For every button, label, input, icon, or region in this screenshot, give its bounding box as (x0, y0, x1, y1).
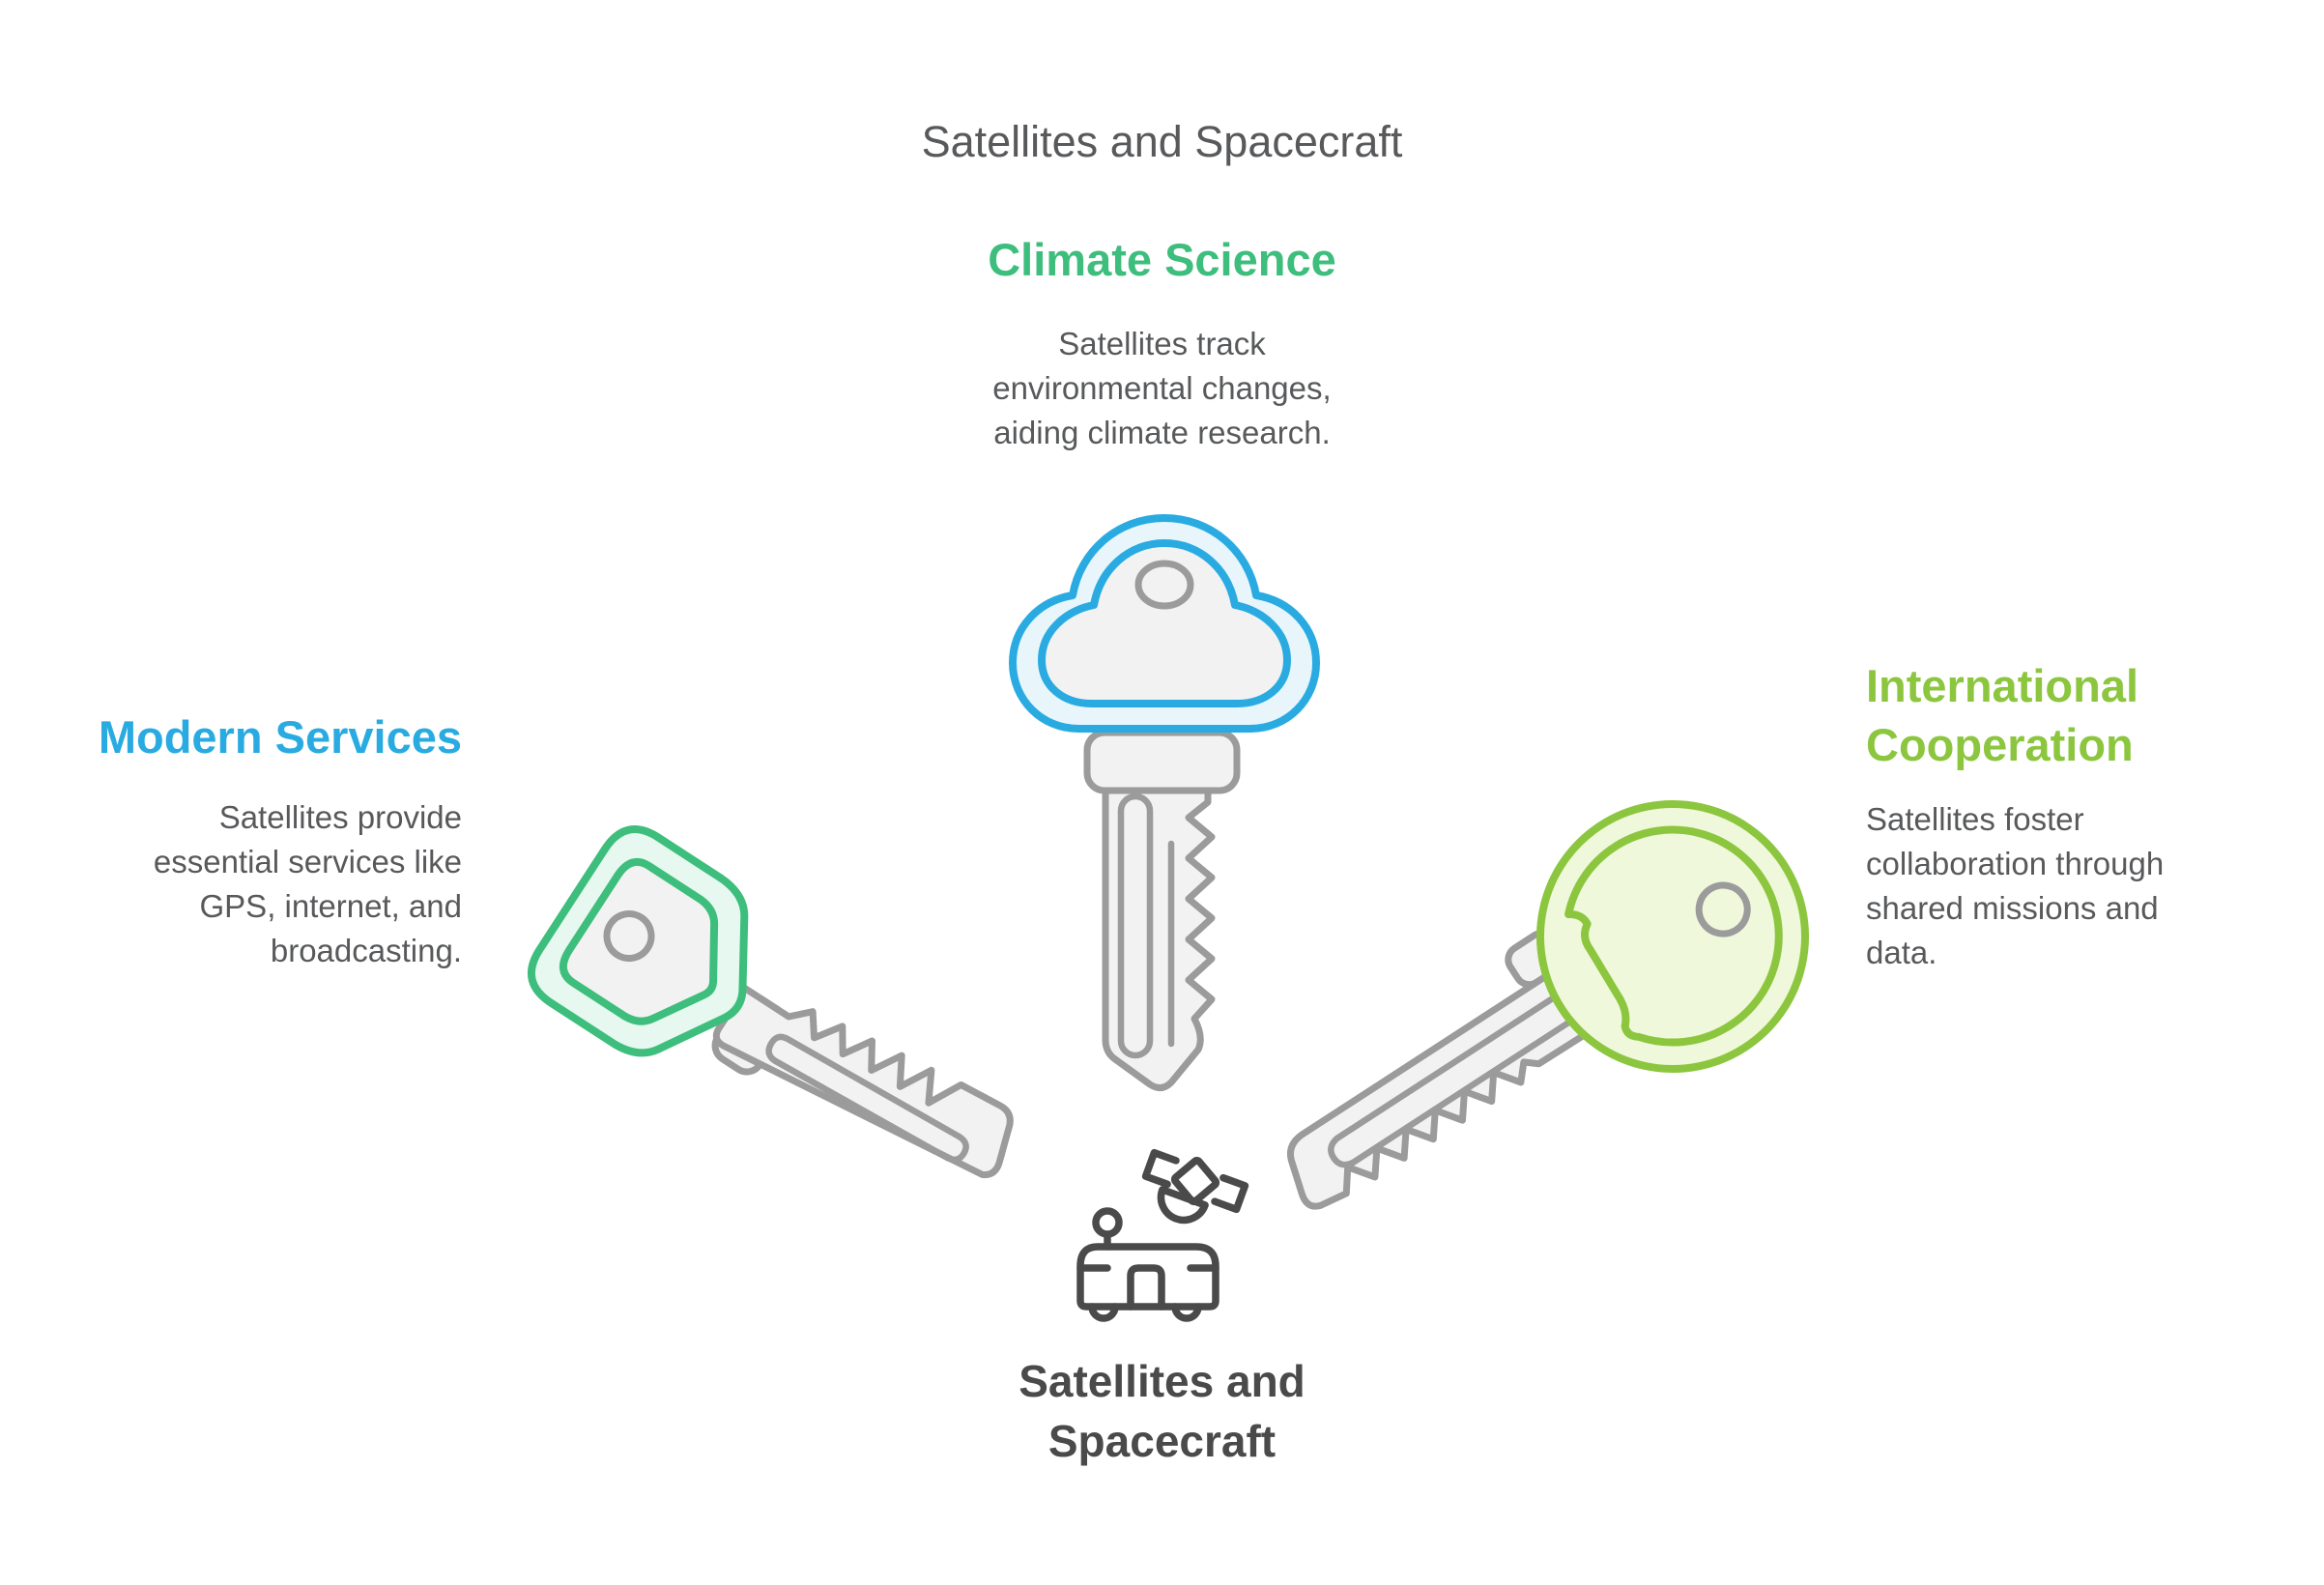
page-title: Satellites and Spacecraft (921, 117, 1403, 166)
cloud-key-icon (1009, 514, 1320, 1091)
section-body-international-cooperation: Satellites foster collaboration through … (1866, 801, 2165, 970)
key-groove (1117, 792, 1154, 1059)
key-shaft (712, 985, 1014, 1179)
key-head-inner (1038, 539, 1291, 707)
shield-key-icon (528, 825, 1014, 1179)
satellites-and-spacecraft-icon (1076, 1148, 1249, 1322)
section-heading-climate-science: Climate Science (988, 234, 1336, 285)
key-groove (1328, 995, 1571, 1168)
section-heading-international-cooperation: International Cooperation (1866, 660, 2139, 770)
rover-wheel-right (1171, 1303, 1202, 1322)
satellite-panel-left-icon (1141, 1148, 1180, 1189)
satellite-body-icon (1170, 1156, 1220, 1206)
key-hole (603, 910, 655, 963)
round-key-icon (1286, 800, 1809, 1210)
key-shaft (1102, 779, 1216, 1091)
key-groove (765, 1033, 969, 1164)
key-hole (1134, 560, 1194, 610)
rover-door (1127, 1264, 1165, 1311)
satellite-dish-icon (1157, 1186, 1209, 1225)
rover-body (1076, 1243, 1219, 1311)
center-label: Satellites and Spacecraft (1019, 1356, 1305, 1466)
section-heading-modern-services: Modern Services (98, 711, 462, 763)
satellite-panel-right-icon (1211, 1173, 1249, 1214)
key-hole (1695, 881, 1751, 937)
key-head-inner (559, 857, 719, 1025)
rover-icon (1076, 1207, 1219, 1322)
section-body-climate-science: Satellites track environmental changes, … (992, 326, 1332, 450)
section-body-modern-services: Satellites provide essential services li… (153, 799, 462, 968)
rover-antenna-ball (1092, 1207, 1123, 1238)
satellite-icon (1141, 1148, 1249, 1225)
key-collar (1083, 729, 1241, 794)
rover-wheel-left (1088, 1303, 1119, 1322)
